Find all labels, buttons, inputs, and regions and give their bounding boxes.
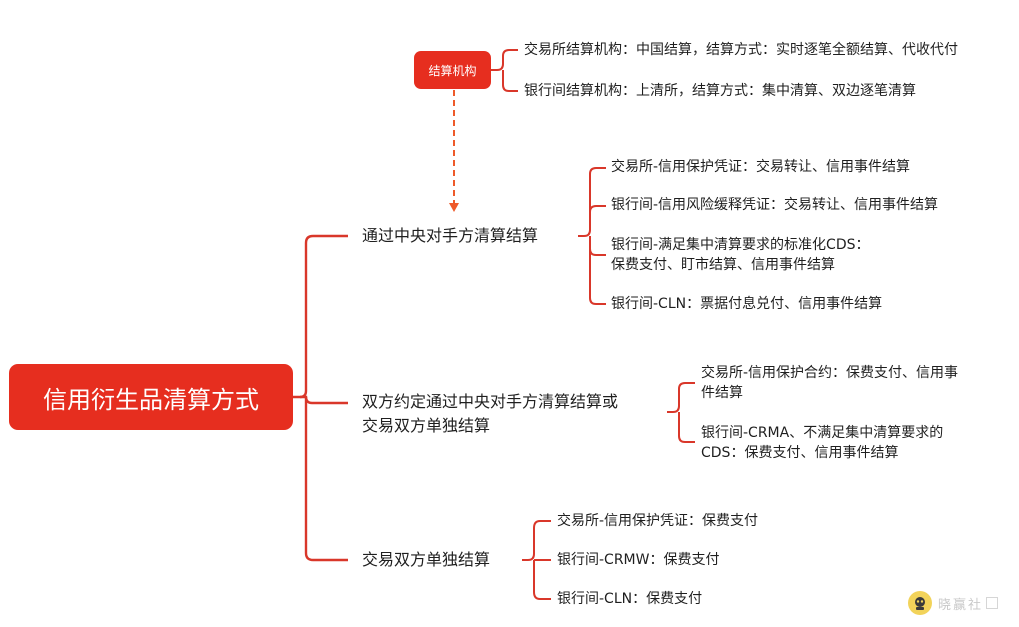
connector-tag-item1 xyxy=(491,49,518,71)
branch-label-line1: 双方约定通过中央对手方清算结算或 xyxy=(362,392,619,411)
leaf-label-line1: 银行间-CRMA、不满足集中清算要求的 xyxy=(701,425,944,441)
branch-central-clearing[interactable]: 通过中央对手方清算结算 xyxy=(362,224,538,248)
connector-branch1-leaf2 xyxy=(589,205,606,213)
leaf-label: 交易所-信用保护凭证：交易转让、信用事件结算 xyxy=(611,159,911,175)
connector-root-branch1 xyxy=(293,234,348,399)
dashed-arrow-head xyxy=(449,203,459,212)
leaf-label-line1: 银行间-满足集中清算要求的标准化CDS： xyxy=(611,237,870,253)
leaf-interbank-crma[interactable]: 银行间-CRMA、不满足集中清算要求的 CDS：保费支付、信用事件结算 xyxy=(701,423,943,463)
leaf-label-line2: CDS：保费支付、信用事件结算 xyxy=(701,445,899,461)
leaf-label-line1: 交易所-信用保护合约：保费支付、信用事 xyxy=(701,365,959,381)
watermark-label: 晓赢社 xyxy=(938,597,984,613)
leaf-exchange-protection-certificate[interactable]: 交易所-信用保护凭证：交易转让、信用事件结算 xyxy=(611,157,910,177)
watermark: 晓赢社 xyxy=(908,591,999,615)
root-node[interactable]: 信用衍生品清算方式 xyxy=(9,364,293,430)
settlement-tag[interactable]: 结算机构 xyxy=(414,51,491,89)
leaf-interbank-cln[interactable]: 银行间-CLN：票据付息兑付、信用事件结算 xyxy=(611,294,882,314)
leaf-label: 银行间-信用风险缓释凭证：交易转让、信用事件结算 xyxy=(611,197,939,213)
connector-tag-item2 xyxy=(502,70,518,92)
connector-branch2-leaf1 xyxy=(667,382,695,413)
leaf-exchange-protection-certificate-premium[interactable]: 交易所-信用保护凭证：保费支付 xyxy=(557,511,758,531)
branch-bilateral-settlement[interactable]: 交易双方单独结算 xyxy=(362,548,490,572)
leaf-label: 银行间-CLN：保费支付 xyxy=(557,591,703,607)
watermark-logo-icon xyxy=(908,591,932,615)
connector-branch1-leaf3 xyxy=(589,236,606,256)
watermark-box-icon xyxy=(986,597,999,609)
branch-agreed-clearing[interactable]: 双方约定通过中央对手方清算结算或 交易双方单独结算 xyxy=(362,390,618,438)
leaf-label: 交易所-信用保护凭证：保费支付 xyxy=(557,513,759,529)
leaf-exchange-protection-contract[interactable]: 交易所-信用保护合约：保费支付、信用事 件结算 xyxy=(701,363,958,403)
leaf-label: 银行间-CLN：票据付息兑付、信用事件结算 xyxy=(611,296,883,312)
connector-branch1-leaf4 xyxy=(589,249,606,305)
leaf-label-line2: 件结算 xyxy=(701,385,743,401)
settlement-item-label: 交易所结算机构：中国结算，结算方式：实时逐笔全额结算、代收代付 xyxy=(524,42,958,58)
leaf-interbank-crmw-premium[interactable]: 银行间-CRMW：保费支付 xyxy=(557,550,719,570)
leaf-interbank-standard-cds[interactable]: 银行间-满足集中清算要求的标准化CDS： 保费支付、盯市结算、信用事件结算 xyxy=(611,235,870,275)
leaf-interbank-crmw[interactable]: 银行间-信用风险缓释凭证：交易转让、信用事件结算 xyxy=(611,195,938,215)
settlement-tag-label: 结算机构 xyxy=(428,63,477,78)
settlement-item-interbank[interactable]: 银行间结算机构：上清所，结算方式：集中清算、双边逐笔清算 xyxy=(524,81,916,101)
settlement-item-label: 银行间结算机构：上清所，结算方式：集中清算、双边逐笔清算 xyxy=(524,83,916,99)
connector-branch3-leaf3 xyxy=(533,560,551,600)
leaf-label-line2: 保费支付、盯市结算、信用事件结算 xyxy=(611,257,835,273)
branch-label-line2: 交易双方单独结算 xyxy=(362,416,491,435)
connector-root-branch3 xyxy=(304,397,348,562)
branch-label: 交易双方单独结算 xyxy=(362,550,491,569)
leaf-interbank-cln-premium[interactable]: 银行间-CLN：保费支付 xyxy=(557,589,702,609)
connector-branch3-leaf1 xyxy=(522,520,551,561)
branch-label: 通过中央对手方清算结算 xyxy=(362,226,539,245)
root-label: 信用衍生品清算方式 xyxy=(43,385,259,414)
settlement-item-exchange[interactable]: 交易所结算机构：中国结算，结算方式：实时逐笔全额结算、代收代付 xyxy=(524,40,958,60)
connector-branch2-leaf2 xyxy=(678,412,695,443)
leaf-label: 银行间-CRMW：保费支付 xyxy=(557,552,720,568)
connector-branch1-leaf1 xyxy=(578,167,606,237)
